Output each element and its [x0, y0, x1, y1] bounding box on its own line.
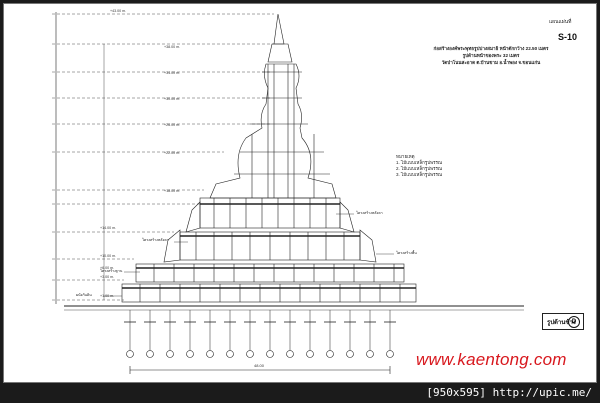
- level-label-10: +3.00 m.: [100, 275, 115, 279]
- title-line-2: รูปด้านหน้าของพระ 32 เมตร: [462, 53, 520, 58]
- notes-legend: หมายเหตุ 1. ไม้แบบเหล็กรูปพรรณ 2. ไม้แบบ…: [396, 154, 442, 178]
- drawing-sheet: +43.00 m. +38.00 m. +34.00 m. +30.00 m. …: [3, 3, 597, 383]
- bottom-dimension-label: 48.00: [254, 363, 265, 368]
- level-label-8: +10.00 m.: [100, 254, 117, 258]
- view-title-box: รูปด้านข้าง D: [542, 313, 584, 330]
- image-footer-bar: [950x595] http://upic.me/: [0, 384, 600, 403]
- level-label-3: +30.00 m.: [164, 97, 181, 101]
- level-label-7: +14.00 m.: [100, 226, 117, 230]
- callout-roof-structure-right: โครงสร้างหลังคา: [356, 211, 383, 215]
- legend-item: 3. ไม้แบบเหล็กรูปพรรณ: [396, 172, 443, 177]
- watermark-url: www.kaentong.com: [416, 350, 567, 369]
- legend-heading: หมายเหตุ: [396, 154, 415, 159]
- sheet-label: แผนแผ่นที่: [549, 19, 572, 25]
- callout-roof-structure-left: โครงสร้างหลังคา: [142, 238, 169, 242]
- title-block: ก่อสร้างองค์พระพุทธรูปปางสมาธิ หน้าตักกว…: [396, 45, 586, 66]
- legend-item: 2. ไม้แบบเหล็กรูปพรรณ: [396, 166, 443, 171]
- callout-floor-structure: โครงสร้างพื้น: [396, 251, 417, 255]
- level-label-9: +6.00 m.: [100, 266, 115, 270]
- level-label-11: +1.00 m.: [100, 294, 115, 298]
- footer-caption: [950x595] http://upic.me/: [426, 386, 592, 399]
- level-label-1: +38.00 m.: [164, 45, 181, 49]
- title-line-3: วัดป่าโนนสะอาด ต.บ้านขาม อ.น้ำพอง จ.ขอนแ…: [441, 60, 541, 65]
- level-label-6: +18.00 m.: [164, 189, 181, 193]
- level-label-4: +26.00 m.: [164, 123, 181, 127]
- elevation-drawing: [52, 12, 524, 374]
- title-line-1: ก่อสร้างองค์พระพุทธรูปปางสมาธิ หน้าตักกว…: [433, 46, 549, 51]
- sheet-number: S-10: [558, 32, 578, 42]
- view-marker-icon: D: [568, 316, 580, 328]
- level-label-5: +22.00 m.: [164, 151, 181, 155]
- level-label-2: +34.00 m.: [164, 71, 181, 75]
- level-label-top: +43.00 m.: [110, 9, 127, 13]
- callout-base-structure: โครงสร้างฐาน: [100, 269, 123, 273]
- legend-item: 1. ไม้แบบเหล็กรูปพรรณ: [396, 160, 443, 165]
- view-title: รูปด้านข้าง: [547, 320, 576, 326]
- callout-retaining-wall: ผนังกันดิน: [76, 293, 92, 297]
